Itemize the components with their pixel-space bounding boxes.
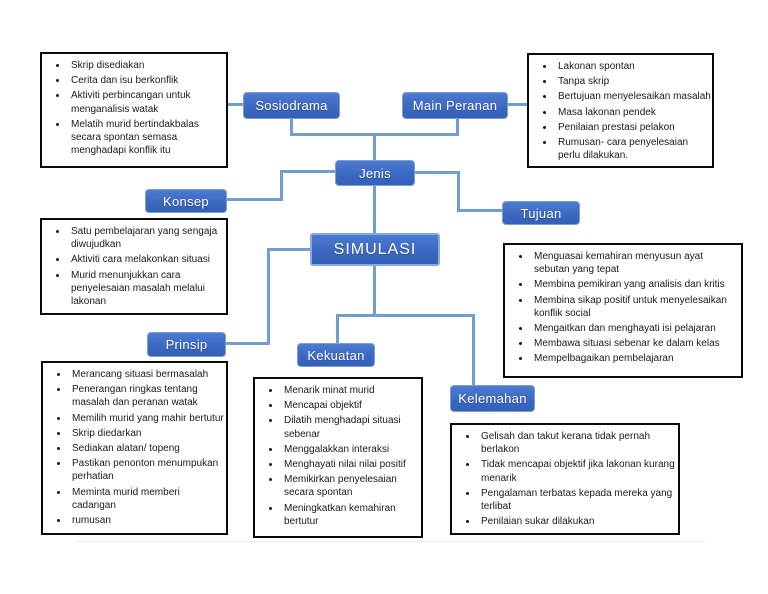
node-jenis: Jenis [335,160,415,186]
bullet-item: Pastikan penonton menumpukan perhatian [69,457,226,483]
bullet-item: Pengalaman terbatas kepada mereka yang t… [478,487,678,513]
node-prinsip: Prinsip [147,332,226,357]
bullet-item: Tanpa skrip [555,75,712,88]
bullet-item: Dilatih menghadapi situasi sebenar [281,414,421,440]
bullet-item: Meminta murid memberi cadangan [69,486,226,512]
bullet-item: Menguasai kemahiran menyusun ayat sebuta… [531,250,741,276]
bullet-item: Gelisah dan takut kerana tidak pernah be… [478,430,678,456]
konsep-details-list: Satu pembelajaran yang sengaja diwujudka… [42,225,226,308]
connector-trunk-horizontal [290,133,459,136]
connector-bottom-trunk [336,314,475,317]
node-kelemahan: Kelemahan [450,385,535,412]
bullet-item: Skrip disediakan [68,59,226,72]
sosiodrama-details-list: Skrip disediakanCerita dan isu berkonfli… [42,59,226,157]
tujuan-details-box: Menguasai kemahiran menyusun ayat sebuta… [503,243,743,378]
konsep-details-box: Satu pembelajaran yang sengaja diwujudka… [40,218,228,315]
connector-simulasi-prinsip-v [267,248,270,345]
connector-jenis-tujuan-v [457,171,460,212]
node-kekuatan: Kekuatan [297,343,375,367]
connector-mainperanan-trunk [456,119,459,135]
kelemahan-details-box: Gelisah dan takut kerana tidak pernah be… [450,423,680,535]
bullet-item: rumusan [69,514,226,527]
kelemahan-details-list: Gelisah dan takut kerana tidak pernah be… [452,430,678,528]
bullet-item: Membina sikap positif untuk menyelesaika… [531,294,741,320]
bullet-item: Rumusan- cara penyelesaian perlu dilakuk… [555,136,712,162]
connector-mainperanan-box [508,103,527,106]
kekuatan-details-box: Menarik minat muridMencapai objektifDila… [253,377,423,538]
connector-jenis-konsep-h1 [280,170,335,173]
bullet-item: Cerita dan isu berkonflik [68,74,226,87]
bullet-item: Mempelbagaikan pembelajaran [531,352,741,365]
connector-box-sosiodrama [227,103,243,106]
bullet-item: Membawa situasi sebenar ke dalam kelas [531,337,741,350]
connector-jenis-simulasi [373,186,376,233]
connector-simulasi-down [373,266,376,317]
tujuan-details-list: Menguasai kemahiran menyusun ayat sebuta… [505,250,741,366]
node-sosiodrama: Sosiodrama [243,92,340,119]
sosiodrama-details-box: Skrip disediakanCerita dan isu berkonfli… [40,52,228,168]
bullet-item: Melatih murid bertindakbalas secara spon… [68,118,226,158]
connector-trunk-kekuatan [336,314,339,343]
prinsip-details-box: Merancang situasi bermasalahPenerangan r… [41,361,228,535]
bullet-item: Penilaian sukar dilakukan [478,515,678,528]
bullet-item: Murid menunjukkan cara penyelesaian masa… [68,269,226,309]
connector-sosiodrama-trunk [290,119,293,135]
bullet-item: Masa lakonan pendek [555,106,712,119]
connector-simulasi-prinsip-h1 [267,248,310,251]
bullet-item: Penilaian prestasi pelakon [555,121,712,134]
bullet-item: Memilih murid yang mahir bertutur [69,412,226,425]
bullet-item: Tidak mencapai objektif jika lakonan kur… [478,458,678,484]
bullet-item: Menghayati nilai nilai positif [281,458,421,471]
connector-trunk-kelemahan [472,314,475,385]
connector-jenis-konsep-v [280,170,283,201]
prinsip-details-list: Merancang situasi bermasalahPenerangan r… [43,368,226,527]
main-peranan-details-box: Lakonan spontanTanpa skripBertujuan meny… [527,53,714,168]
bullet-item: Menarik minat murid [281,384,421,397]
connector-jenis-tujuan-h2 [457,209,502,212]
bullet-item: Meningkatkan kemahiran bertutur [281,502,421,528]
bullet-item: Menggalakkan interaksi [281,443,421,456]
bullet-item: Memikirkan penyelesaian secara spontan [281,473,421,499]
bullet-item: Aktiviti perbincangan untuk menganalisis… [68,89,226,115]
main-peranan-details-list: Lakonan spontanTanpa skripBertujuan meny… [529,60,712,162]
slide-edge-line [75,541,705,542]
node-simulasi: SIMULASI [310,233,440,266]
node-konsep: Konsep [145,189,227,213]
bullet-item: Sediakan alatan/ topeng [69,442,226,455]
bullet-item: Merancang situasi bermasalah [69,368,226,381]
bullet-item: Mengaitkan dan menghayati isi pelajaran [531,322,741,335]
bullet-item: Aktiviti cara melakonkan situasi [68,253,226,266]
connector-trunk-jenis [373,135,376,160]
node-tujuan: Tujuan [502,201,580,225]
bullet-item: Bertujuan menyelesaikan masalah [555,90,712,103]
bullet-item: Membina pemikiran yang analisis dan krit… [531,278,741,291]
bullet-item: Lakonan spontan [555,60,712,73]
connector-jenis-konsep-h2 [227,198,282,201]
connector-jenis-tujuan-h1 [415,171,460,174]
bullet-item: Penerangan ringkas tentang masalah dan p… [69,383,226,409]
node-main-peranan: Main Peranan [402,92,508,119]
bullet-item: Skrip diedarkan [69,427,226,440]
kekuatan-details-list: Menarik minat muridMencapai objektifDila… [255,384,421,528]
bullet-item: Satu pembelajaran yang sengaja diwujudka… [68,225,226,251]
connector-simulasi-prinsip-h2 [226,342,270,345]
bullet-item: Mencapai objektif [281,399,421,412]
